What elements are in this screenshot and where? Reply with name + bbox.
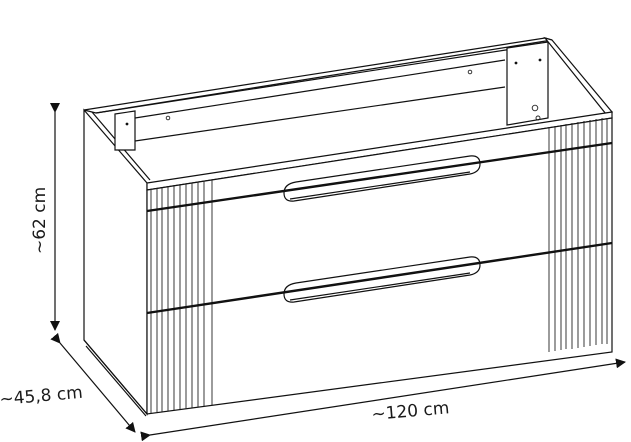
front-face [146, 117, 613, 415]
width-label: ~120 cm [371, 398, 450, 425]
dowel-hole [467, 69, 473, 75]
cam-lock-icon [531, 104, 539, 112]
top-back-rail [83, 37, 553, 114]
screw-hole [125, 122, 129, 126]
upper-drawer-handle [283, 155, 481, 202]
width-dimension [140, 358, 626, 442]
left-mounting-bracket [114, 110, 136, 151]
right-fluted-panel [548, 118, 608, 352]
screw-hole [514, 61, 518, 65]
left-side-panel [83, 108, 148, 416]
dowel-hole [535, 115, 541, 121]
right-mounting-bracket [506, 41, 549, 126]
right-side-top-edge [543, 36, 614, 115]
upper-drawer-top-groove [146, 141, 613, 213]
screw-hole [538, 58, 542, 62]
drawer-separator-groove [146, 241, 613, 315]
depth-label: ~45,8 cm [0, 383, 84, 410]
depth-dimension [50, 332, 136, 433]
dowel-hole [165, 115, 171, 121]
lower-drawer-handle [283, 256, 481, 303]
cabinet-body [83, 36, 614, 417]
height-label: ~62 cm [30, 187, 50, 254]
